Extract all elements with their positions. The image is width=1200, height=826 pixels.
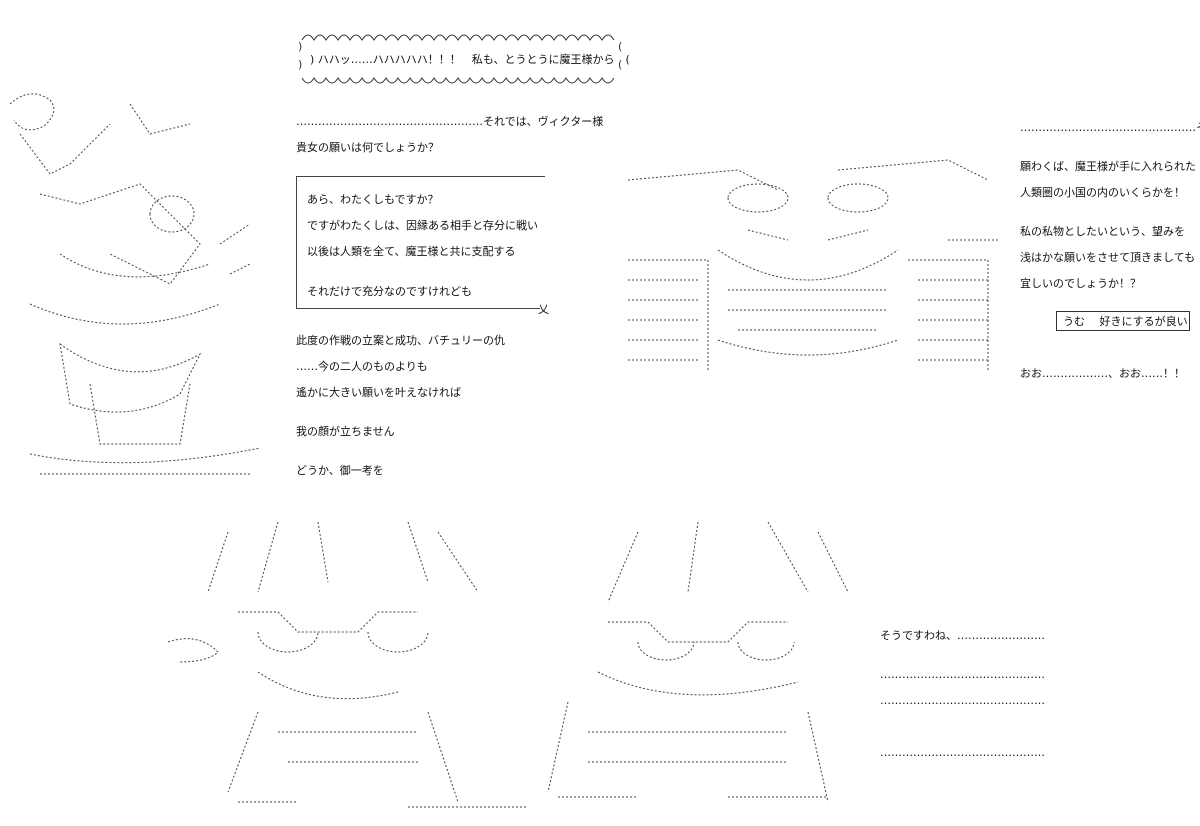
demon-lord-reply-box: うむ 好きにするが良い bbox=[1056, 311, 1190, 331]
two-figures-ascii-art bbox=[168, 512, 868, 817]
lady-line-2: ですがわたくしは、因縁ある相手と存分に戦い bbox=[307, 219, 538, 232]
right-line-3: 人類圏の小国の内のいくらかを！ bbox=[1020, 186, 1185, 199]
bottom-line-3: ……………………………………… bbox=[880, 694, 1045, 707]
svg-text:): ) bbox=[298, 58, 302, 71]
shout-banner: ) ) ( ( bbox=[296, 20, 628, 100]
svg-text:(: ( bbox=[618, 40, 622, 53]
banner-text: ) ハハッ……ハハハハハ！！！ 私も、とうとうに魔王様から ( bbox=[310, 53, 630, 66]
demon-lord-ascii-art bbox=[618, 140, 1000, 380]
bottom-line-2: ……………………………………… bbox=[880, 668, 1045, 681]
svg-text:): ) bbox=[298, 40, 302, 53]
right-line-1: …………………………………………そして！ bbox=[1020, 121, 1200, 134]
lady-speech-box: あら、わたくしもですか？ ですがわたくしは、因縁ある相手と存分に戦い 以後は人類… bbox=[296, 176, 549, 316]
right-line-2: 願わくば、魔王様が手に入れられた bbox=[1020, 160, 1196, 173]
victor-followup-3: 遙かに大きい願いを叶えなければ bbox=[296, 386, 461, 399]
bottom-line-1: そうですわね、…………………… bbox=[880, 629, 1045, 642]
victor-followup-4: 我の顔が立ちません bbox=[296, 425, 395, 438]
right-line-6: 宜しいのでしょうか！？ bbox=[1020, 277, 1141, 290]
speech-box-bottom bbox=[296, 308, 540, 309]
lady-line-3: 以後は人類を全て、魔王様と共に支配する bbox=[307, 245, 516, 258]
lady-line-4: それだけで充分なのですけれども bbox=[307, 285, 472, 298]
right-exclaim: おお………………、おお……！！ bbox=[1020, 367, 1185, 380]
victor-followup-2: ……今の二人のものよりも bbox=[296, 360, 428, 373]
victor-line-2: 貴女の願いは何でしょうか？ bbox=[296, 141, 439, 154]
lady-line-1: あら、わたくしもですか？ bbox=[307, 193, 439, 206]
svg-text:(: ( bbox=[618, 58, 622, 71]
right-line-4: 私の私物としたいという、望みを bbox=[1020, 225, 1185, 238]
victor-line-1: ……………………………………………それでは、ヴィクター様 bbox=[296, 115, 604, 128]
victor-ascii-art bbox=[0, 84, 270, 484]
victor-followup-5: どうか、御一考を bbox=[296, 464, 384, 477]
right-line-5: 浅はかな願いをさせて頂きましても bbox=[1020, 251, 1196, 264]
victor-followup-1: 此度の作戦の立案と成功、バチュリーの仇 bbox=[296, 334, 505, 347]
bottom-line-4: ……………………………………… bbox=[880, 746, 1045, 759]
speech-corner-mark: 乂 bbox=[538, 303, 549, 316]
